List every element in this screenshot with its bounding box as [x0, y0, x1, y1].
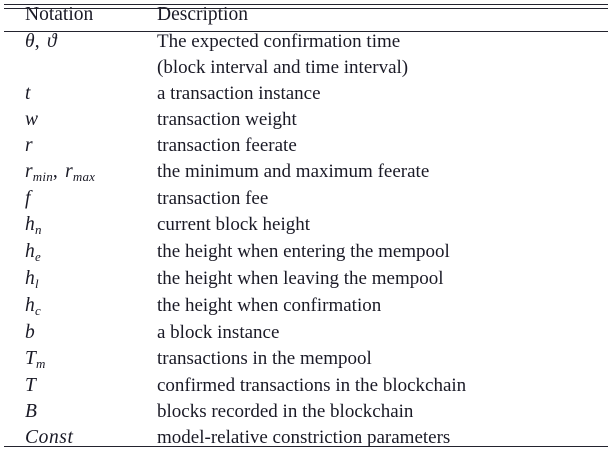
description-line: the height when entering the mempool [157, 241, 450, 262]
table-row: f transaction fee [4, 186, 608, 212]
notation-symbol: hn [25, 214, 42, 237]
table-row: Const model-relative constriction paramet… [4, 425, 608, 451]
table-row: he the height when entering the mempool [4, 239, 608, 266]
table-row: hc the height when confirmation [4, 293, 608, 320]
notation-cell: b [4, 320, 157, 346]
notation-cell: θ, ϑ [4, 29, 157, 81]
table-header-rule [4, 31, 608, 32]
notation-symbol: rmin, rmax [25, 161, 96, 184]
notation-symbol: θ, ϑ [25, 31, 57, 52]
notation-cell: Tm [4, 346, 157, 373]
notation-cell: t [4, 81, 157, 107]
description-cell: transaction fee [157, 186, 608, 212]
notation-cell: B [4, 399, 157, 425]
notation-symbol: B [25, 401, 38, 422]
table-row: r transaction feerate [4, 133, 608, 159]
notation-symbol: Tm [25, 348, 46, 371]
notation-cell: f [4, 186, 157, 212]
notation-cell: hc [4, 293, 157, 320]
table-row: hn current block height [4, 212, 608, 239]
description-cell: the height when leaving the mempool [157, 266, 608, 293]
description-cell: The expected confirmation time (block int… [157, 29, 608, 81]
description-line: the height when leaving the mempool [157, 268, 444, 289]
description-line: confirmed transactions in the blockchain [157, 375, 467, 396]
table-head: Notation Description [4, 0, 608, 29]
description-line: a block instance [157, 322, 280, 343]
notation-cell: T [4, 373, 157, 399]
description-line: a transaction instance [157, 83, 321, 104]
notation-cell: rmin, rmax [4, 159, 157, 186]
description-line: blocks recorded in the blockchain [157, 401, 414, 422]
table-row: w transaction weight [4, 107, 608, 133]
table-row: b a block instance [4, 320, 608, 346]
table-row: hl the height when leaving the mempool [4, 266, 608, 293]
table-header-row: Notation Description [4, 0, 608, 29]
table-top-rule-inner [4, 7, 608, 9]
notation-table: Notation Description θ, ϑ The expected co… [4, 0, 608, 451]
description-cell: model-relative constriction parameters [157, 425, 608, 451]
description-cell: the height when confirmation [157, 293, 608, 320]
notation-cell: hn [4, 212, 157, 239]
table-row: rmin, rmax the minimum and maximum feerat… [4, 159, 608, 186]
notation-symbol: T [25, 375, 37, 396]
description-cell: transaction weight [157, 107, 608, 133]
notation-symbol: hl [25, 268, 39, 291]
notation-symbol: w [25, 109, 39, 130]
notation-symbol: f [25, 188, 31, 209]
description-line: current block height [157, 214, 311, 235]
table-row: t a transaction instance [4, 81, 608, 107]
notation-cell: hl [4, 266, 157, 293]
description-line: the height when confirmation [157, 295, 382, 316]
description-cell: the height when entering the mempool [157, 239, 608, 266]
description-line: The expected confirmation time [157, 31, 401, 52]
table-body: θ, ϑ The expected confirmation time (block… [4, 29, 608, 451]
notation-symbol: he [25, 241, 41, 264]
description-cell: transactions in the mempool [157, 346, 608, 373]
description-line: (block interval and time interval) [157, 57, 409, 78]
description-cell: confirmed transactions in the blockchain [157, 373, 608, 399]
description-line: transactions in the mempool [157, 348, 372, 369]
notation-symbol: t [25, 83, 31, 104]
table-row: θ, ϑ The expected confirmation time (block… [4, 29, 608, 81]
notation-symbol: b [25, 322, 35, 343]
notation-symbol: hc [25, 295, 41, 318]
description-cell: a transaction instance [157, 81, 608, 107]
notation-cell: Const [4, 425, 157, 451]
table-top-rule-outer [4, 4, 608, 5]
notation-cell: r [4, 133, 157, 159]
table-bottom-rule [4, 446, 608, 447]
description-line: transaction feerate [157, 135, 297, 156]
notation-cell: w [4, 107, 157, 133]
notation-symbol: Const [25, 427, 74, 448]
column-header-notation: Notation [25, 4, 94, 25]
description-line: model-relative constriction parameters [157, 427, 451, 448]
description-cell: transaction feerate [157, 133, 608, 159]
description-line: transaction fee [157, 188, 269, 209]
description-cell: current block height [157, 212, 608, 239]
description-cell: blocks recorded in the blockchain [157, 399, 608, 425]
description-line: the minimum and maximum feerate [157, 161, 430, 182]
table-row: Tm transactions in the mempool [4, 346, 608, 373]
column-header-description: Description [157, 4, 248, 25]
notation-symbol: r [25, 135, 33, 156]
description-cell: the minimum and maximum feerate [157, 159, 608, 186]
notation-cell: he [4, 239, 157, 266]
description-line: transaction weight [157, 109, 297, 130]
description-cell: a block instance [157, 320, 608, 346]
